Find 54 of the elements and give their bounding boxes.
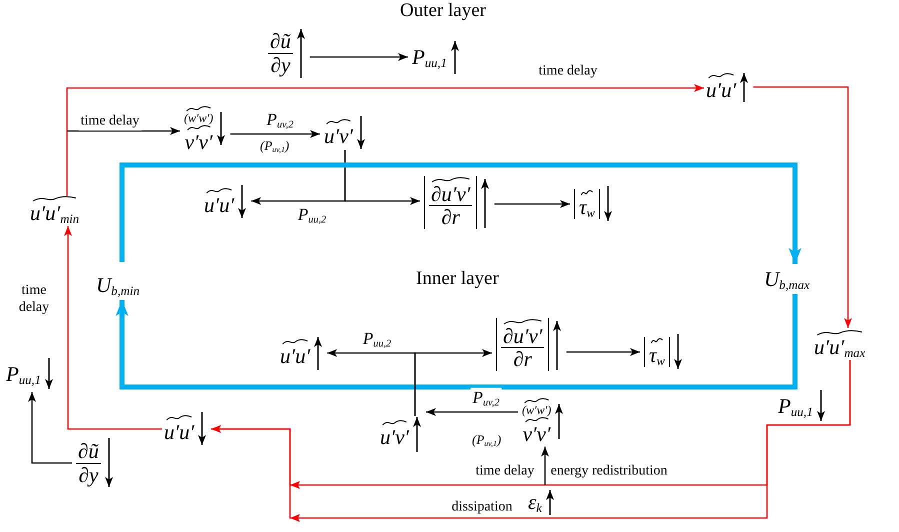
edge-label: time delay [474,464,536,480]
arrow [426,408,518,416]
arrow [414,349,492,416]
fraction-denominator: ∂r [513,348,532,370]
math-annotation: (w′w′) [184,106,214,125]
math-term: (P$_{uv,1}$) [260,138,290,154]
arrow [566,348,640,356]
edge-label: dissipation [450,500,514,516]
region-label: Outer layer [400,0,486,22]
arrow [211,360,851,519]
arrow [28,392,72,464]
math-term: u′u′ [204,188,234,216]
math-term: U$_{b,min}$ [96,274,140,296]
math-term: ε$_{k}$ [528,490,542,514]
edge-label: time delay [78,114,142,130]
fraction-numerator: ∂ũ [76,440,101,464]
fraction-denominator: ∂y [270,54,290,76]
math-term: P$_{uu,1}$ [778,394,813,418]
math-term: (P$_{uv,1}$) [472,432,502,448]
arrow [344,150,420,205]
arrow [116,294,798,390]
arrow [310,53,408,61]
fraction-numerator: ∂u′v′ [501,319,544,348]
math-term: u′u′$_{max}$ [814,330,866,358]
arrow [753,86,852,328]
arrow [120,162,802,264]
arrow [230,130,320,138]
math-term: u′u′$_{min}$ [30,196,80,224]
math-term: P$_{uu,1}$ [6,362,41,386]
math-term: P$_{uu,1}$ [412,46,447,68]
math-term: τ$_{w}$ [579,190,595,218]
math-term: u′v′ [380,420,410,448]
math-term: u′u′ [280,338,310,368]
math-term: v′v′ [522,416,551,445]
fraction-numerator: ∂u′v′ [429,177,472,206]
math-term: u′v′ [324,118,354,148]
math-term: U$_{b,max}$ [764,268,810,290]
math-term: v′v′ [184,124,213,153]
arrow [541,446,549,485]
math-term: u′u′ [164,414,194,444]
math-term: τ$_{w}$ [649,338,665,366]
region-label: Inner layer [416,268,499,290]
math-term: u′u′ [706,72,736,102]
fraction-denominator: ∂r [441,206,460,228]
fraction-numerator: ∂ũ [268,30,293,54]
arrow [494,200,570,208]
arrow [67,127,180,135]
fraction-denominator: ∂y [78,464,98,486]
math-annotation: (w′w′) [522,398,552,417]
edge-label: time delay [536,64,600,80]
edge-label: P$_{uv,2}$ [470,388,502,408]
arrow [66,84,704,196]
arrow [64,226,162,430]
edge-label: energy redistribution [548,464,670,480]
